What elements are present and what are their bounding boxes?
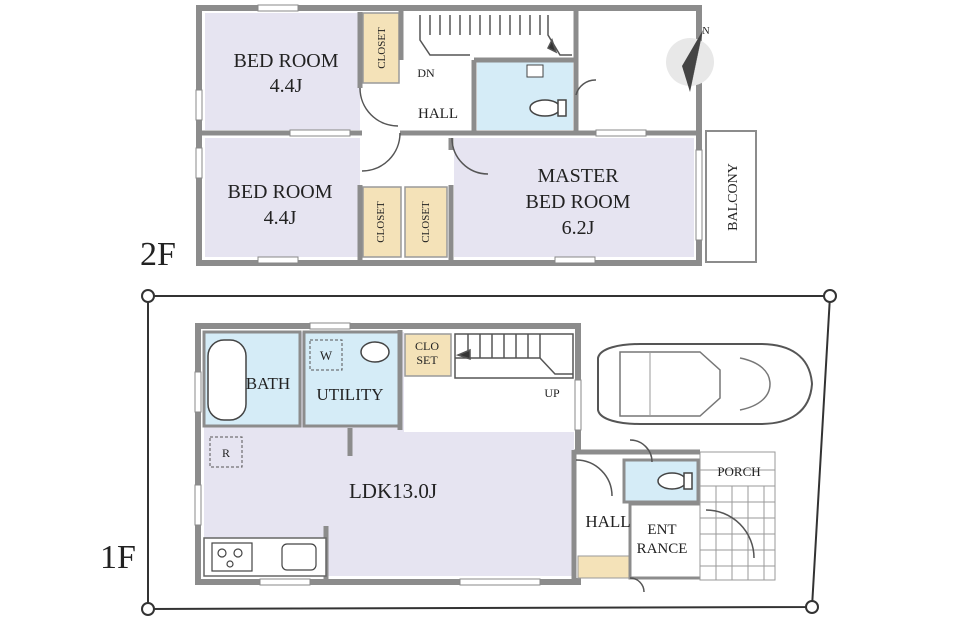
- porch-label: PORCH: [717, 464, 760, 479]
- balcony-area: [705, 130, 757, 263]
- washbasin-icon: [360, 341, 390, 363]
- toilet-2f-fixture: [526, 64, 567, 117]
- hall-1f-label: HALL: [585, 512, 630, 531]
- step-area: [577, 555, 631, 579]
- washer-label: W: [320, 348, 333, 363]
- first-floor: [194, 322, 814, 593]
- closet-1f-line2: SET: [416, 353, 438, 367]
- bedroom-b-area: [205, 138, 360, 257]
- bedroom-b-size: 4.4J: [264, 207, 297, 229]
- master-line1: MASTER: [537, 165, 619, 187]
- car-icon: [597, 343, 814, 425]
- stairs-dn-label: DN: [417, 66, 435, 80]
- porch-grid: [699, 451, 776, 581]
- closet-1f-area: [404, 333, 452, 377]
- closet-mid-right-area: [404, 186, 448, 258]
- closet-top-area: [362, 12, 400, 84]
- toilet-1f-fixture: [657, 472, 693, 490]
- ldk-label: LDK13.0J: [349, 479, 437, 503]
- master-size: 6.2J: [562, 217, 595, 239]
- bathtub-icon: [207, 339, 247, 421]
- bedroom-a-name: BED ROOM: [233, 50, 338, 72]
- second-floor: [195, 4, 757, 266]
- north-arrow-icon: [666, 30, 714, 92]
- closet-1f-line1: CLO: [415, 339, 439, 353]
- stairs-2f: [419, 15, 572, 56]
- closet-top-label: CLOSET: [376, 27, 388, 69]
- floor-1f-label: 1F: [100, 539, 136, 576]
- stairs-1f: [454, 333, 574, 379]
- entrance-line1: ENT: [647, 522, 676, 538]
- bedroom-a-area: [205, 13, 360, 130]
- entrance-line2: RANCE: [637, 541, 688, 557]
- stove-icon: [211, 542, 253, 572]
- fridge-label: R: [222, 446, 230, 460]
- toilet-2f-area: [477, 62, 573, 130]
- site-boundary: [141, 289, 837, 616]
- fridge-area: [209, 436, 243, 468]
- closet-mid-left-area: [362, 186, 402, 258]
- sink-icon: [281, 543, 317, 571]
- closet-mid-right-label: CLOSET: [420, 201, 432, 243]
- stairs-up-label: UP: [544, 386, 560, 400]
- closet-mid-left-label: CLOSET: [375, 201, 387, 243]
- bedroom-a-size: 4.4J: [270, 75, 303, 97]
- master-line2: BED ROOM: [525, 191, 630, 213]
- master-bedroom-area: [454, 138, 694, 257]
- entrance-area: [628, 502, 706, 580]
- floor-2f-label: 2F: [140, 236, 176, 273]
- balcony-label: BALCONY: [726, 163, 741, 231]
- utility-label: UTILITY: [316, 385, 383, 404]
- washer-area: [309, 339, 343, 371]
- compass-letter: N: [702, 26, 709, 37]
- bath-label: BATH: [246, 374, 290, 393]
- hall-2f-label: HALL: [418, 106, 458, 122]
- bedroom-b-name: BED ROOM: [227, 181, 332, 203]
